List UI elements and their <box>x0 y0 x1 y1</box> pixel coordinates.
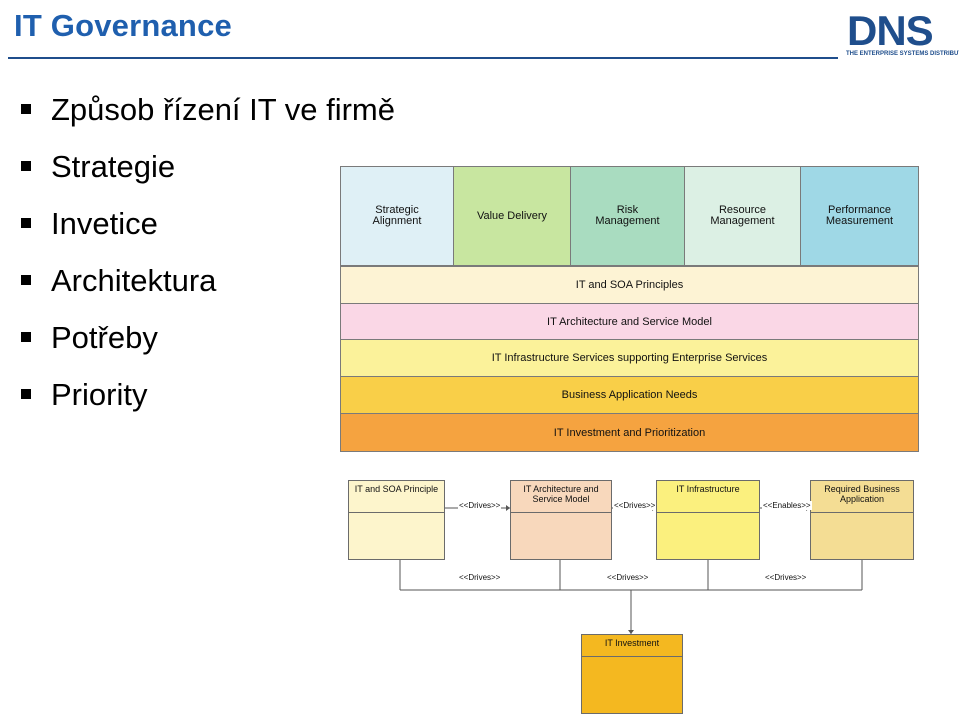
arrow-head-icon <box>628 630 634 634</box>
bullet-item: Invetice <box>18 202 395 259</box>
grid-column-risk-management: Risk Management <box>570 166 685 266</box>
bullet-item: Způsob řízení IT ve firmě <box>18 88 395 145</box>
uml-diagram: IT and SOA Principle IT Architecture and… <box>340 472 930 716</box>
bullet-item: Architektura <box>18 259 395 316</box>
bullet-item: Strategie <box>18 145 395 202</box>
edge-label: <<Drives>> <box>458 501 502 510</box>
uml-box-title: IT and SOA Principle <box>349 481 444 513</box>
uml-box-it-investment: IT Investment <box>581 634 683 714</box>
bullet-text: Architektura <box>51 263 217 298</box>
grid-row-business-application-needs: Business Application Needs <box>340 376 919 414</box>
uml-box-title: Required Business Application <box>811 481 913 513</box>
bullet-text: Způsob řízení IT ve firmě <box>51 92 395 127</box>
grid-column-strategic-alignment: Strategic Alignment <box>340 166 454 266</box>
uml-box-required-business-application: Required Business Application <box>810 480 914 560</box>
arrow-head-icon <box>506 505 510 511</box>
bullet-square-icon <box>21 218 31 228</box>
slide-title: IT Governance <box>14 8 232 43</box>
uml-box-title: IT Infrastructure <box>657 481 759 513</box>
logo-wordmark: DNS <box>847 7 934 54</box>
bullet-item: Priority <box>18 373 395 430</box>
company-logo: DNS THE ENTERPRISE SYSTEMS DISTRIBUTOR <box>845 7 959 66</box>
edge-label: <<Drives>> <box>458 573 502 582</box>
bullet-text: Priority <box>51 377 148 412</box>
uml-box-it-soa-principle: IT and SOA Principle <box>348 480 445 560</box>
grid-column-value-delivery: Value Delivery <box>453 166 571 266</box>
grid-column-performance-measurement: Performance Measurement <box>800 166 919 266</box>
uml-box-it-infrastructure: IT Infrastructure <box>656 480 760 560</box>
uml-box-it-architecture: IT Architecture and Service Model <box>510 480 612 560</box>
title-divider <box>8 57 838 59</box>
logo-tagline: THE ENTERPRISE SYSTEMS DISTRIBUTOR <box>846 51 959 57</box>
bullet-square-icon <box>21 104 31 114</box>
grid-row-it-infrastructure: IT Infrastructure Services supporting En… <box>340 339 919 377</box>
bullet-square-icon <box>21 389 31 399</box>
bullet-list: Způsob řízení IT ve firmě Strategie Inve… <box>18 88 395 430</box>
edge-label: <<Enables>> <box>762 501 812 510</box>
grid-row-it-investment: IT Investment and Prioritization <box>340 413 919 452</box>
grid-row-it-soa-principles: IT and SOA Principles <box>340 266 919 304</box>
uml-box-title: IT Investment <box>582 635 682 657</box>
bullet-square-icon <box>21 161 31 171</box>
uml-box-title: IT Architecture and Service Model <box>511 481 611 513</box>
bullet-text: Invetice <box>51 206 158 241</box>
edge-label: <<Drives>> <box>613 501 657 510</box>
bullet-square-icon <box>21 332 31 342</box>
bullet-text: Strategie <box>51 149 176 184</box>
bullet-item: Potřeby <box>18 316 395 373</box>
bullet-square-icon <box>21 275 31 285</box>
grid-row-it-architecture: IT Architecture and Service Model <box>340 303 919 340</box>
edge-label: <<Drives>> <box>606 573 650 582</box>
edge-label: <<Drives>> <box>764 573 808 582</box>
bullet-text: Potřeby <box>51 320 158 355</box>
grid-column-resource-management: Resource Management <box>684 166 801 266</box>
governance-grid: Strategic Alignment Value Delivery Risk … <box>340 166 919 452</box>
